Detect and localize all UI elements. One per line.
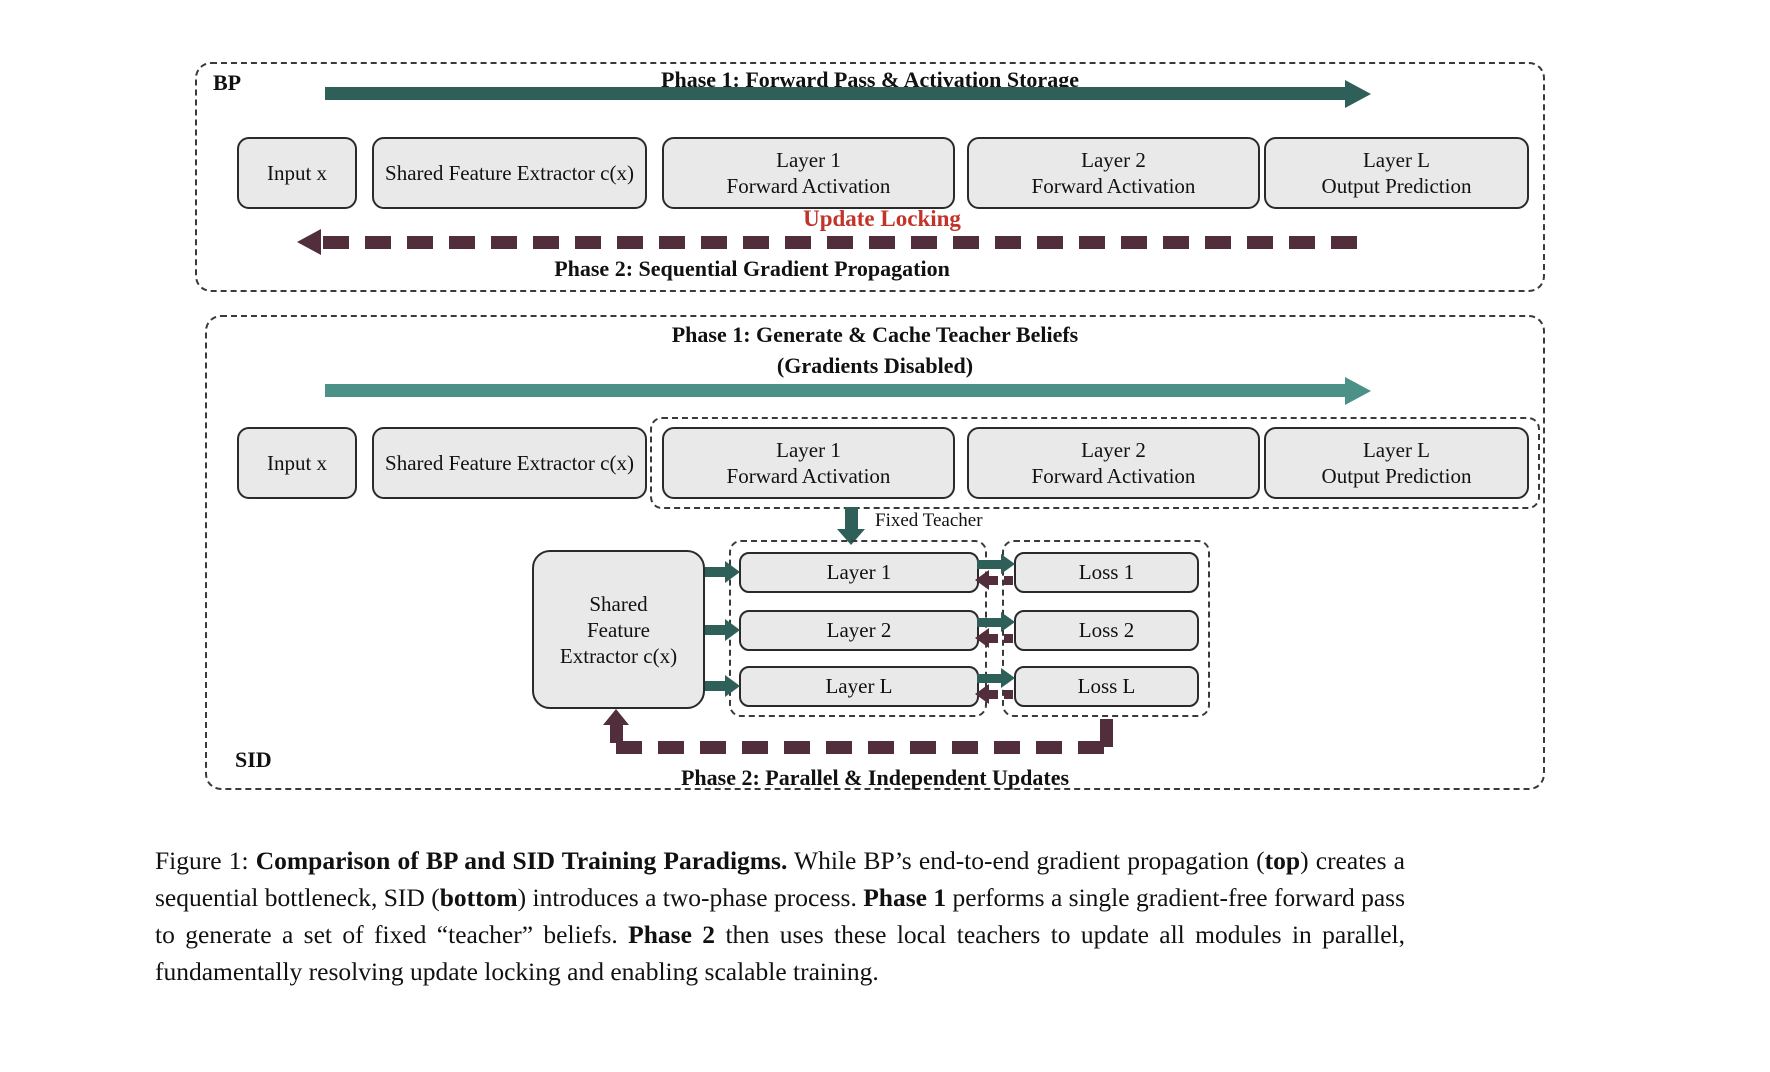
layer1-to-loss1-arrow-head-icon bbox=[1001, 554, 1015, 574]
caption-segment: ) introduces a two-phase process. bbox=[517, 883, 864, 912]
bp-box-layer2: Layer 2 Forward Activation bbox=[967, 137, 1260, 209]
sid-phase1-title: Phase 1: Generate & Cache Teacher Belief… bbox=[671, 322, 1079, 347]
layerL-to-lossL-arrow-head-icon bbox=[1001, 668, 1015, 688]
bp-box-layerL-line1: Layer L bbox=[1362, 148, 1431, 172]
loss2-to-layer2-arrow-head-icon bbox=[975, 628, 989, 648]
fixed-teacher-arrow bbox=[845, 507, 858, 529]
lossL-to-layerL-arrow-head-icon bbox=[975, 684, 989, 704]
sid-box-layer2-forward: Layer 2 Forward Activation bbox=[967, 427, 1260, 499]
sfe-to-layerL-arrow-head-icon bbox=[725, 675, 740, 697]
layer2-to-loss2-arrow-head-icon bbox=[1001, 612, 1015, 632]
caption-segment: Figure 1: bbox=[155, 846, 256, 875]
sid-box-loss2: Loss 2 bbox=[1014, 610, 1199, 651]
sid-box-layer1-forward-line2: Forward Activation bbox=[726, 464, 891, 488]
sfe-to-layerL-arrow bbox=[705, 681, 725, 691]
sid-phase2-title: Phase 2: Parallel & Independent Updates bbox=[680, 765, 1070, 790]
sid-phase1-subtitle: (Gradients Disabled) bbox=[776, 353, 974, 378]
feedback-path-down-stub bbox=[1100, 719, 1113, 747]
bp-box-input-label: Input x bbox=[266, 161, 328, 185]
sid-box-shared-extractor-top: Shared Feature Extractor c(x) bbox=[372, 427, 647, 499]
bp-box-input: Input x bbox=[237, 137, 357, 209]
caption-segment: Phase 1 bbox=[863, 883, 947, 912]
sfe-to-layer2-arrow bbox=[705, 625, 725, 635]
caption-segment: top bbox=[1264, 846, 1301, 875]
bp-box-layerL-line2: Output Prediction bbox=[1321, 174, 1472, 198]
sid-box-layer2-forward-line2: Forward Activation bbox=[1031, 464, 1196, 488]
loss2-to-layer2-arrow bbox=[989, 634, 1015, 643]
caption-segment: performs a single gradient-free forward … bbox=[155, 883, 1405, 949]
sid-shared-extractor-line2: Feature bbox=[587, 617, 650, 642]
feedback-arrow-head-icon bbox=[603, 709, 629, 725]
caption-segment: Phase 2 bbox=[628, 920, 716, 949]
bp-box-layer1-line1: Layer 1 bbox=[776, 148, 841, 172]
feedback-path-horizontal bbox=[616, 741, 1113, 754]
bp-box-layer2-line2: Forward Activation bbox=[1031, 174, 1196, 198]
bp-panel-label: BP bbox=[213, 70, 242, 95]
layerL-to-lossL-arrow bbox=[977, 674, 1001, 683]
bp-backward-arrow bbox=[323, 236, 1367, 249]
caption-segment: Comparison of BP and SID Training Paradi… bbox=[255, 846, 788, 875]
sid-box-layer2-forward-line1: Layer 2 bbox=[1081, 438, 1146, 462]
sid-panel-label: SID bbox=[235, 747, 272, 772]
bp-forward-arrow-head-icon bbox=[1345, 80, 1371, 108]
sid-box-layer1-forward: Layer 1 Forward Activation bbox=[662, 427, 955, 499]
bp-box-layer1: Layer 1 Forward Activation bbox=[662, 137, 955, 209]
bp-box-layer2-line1: Layer 2 bbox=[1081, 148, 1146, 172]
sid-forward-boxes-frame bbox=[650, 417, 1540, 509]
feedback-path-up-stub bbox=[610, 725, 623, 743]
sid-box-layer1: Layer 1 bbox=[739, 552, 979, 593]
loss1-to-layer1-arrow bbox=[989, 576, 1015, 585]
sfe-to-layer1-arrow bbox=[705, 567, 725, 577]
sid-box-input-label: Input x bbox=[266, 451, 328, 475]
sid-shared-extractor-line1: Shared bbox=[589, 591, 648, 616]
sid-box-loss1-label: Loss 1 bbox=[1078, 560, 1135, 584]
sid-panel: Phase 1: Generate & Cache Teacher Belief… bbox=[205, 315, 1545, 790]
sfe-to-layer2-arrow-head-icon bbox=[725, 619, 740, 641]
sid-forward-arrow-head-icon bbox=[1345, 377, 1371, 405]
bp-panel: BP Phase 1: Forward Pass & Activation St… bbox=[195, 62, 1545, 292]
layer1-to-loss1-arrow bbox=[977, 560, 1001, 569]
bp-phase2-title: Phase 2: Sequential Gradient Propagation bbox=[554, 256, 950, 281]
sid-box-input: Input x bbox=[237, 427, 357, 499]
bp-box-layerL: Layer L Output Prediction bbox=[1264, 137, 1529, 209]
bp-box-layer1-line2: Forward Activation bbox=[726, 174, 891, 198]
sid-box-layer2: Layer 2 bbox=[739, 610, 979, 651]
bp-update-locking-label: Update Locking bbox=[803, 206, 961, 231]
lossL-to-layerL-arrow bbox=[989, 690, 1015, 699]
sid-box-shared-extractor-top-label: Shared Feature Extractor c(x) bbox=[385, 451, 634, 475]
bp-box-shared-extractor: Shared Feature Extractor c(x) bbox=[372, 137, 647, 209]
sid-box-layerL: Layer L bbox=[739, 666, 979, 707]
sid-box-loss1: Loss 1 bbox=[1014, 552, 1199, 593]
bp-forward-arrow bbox=[325, 87, 1345, 100]
caption-segment: then uses these local teachers to update… bbox=[155, 920, 1406, 986]
fixed-teacher-label: Fixed Teacher bbox=[875, 510, 983, 531]
layer2-to-loss2-arrow bbox=[977, 618, 1001, 627]
sid-shared-extractor-line3: Extractor c(x) bbox=[559, 643, 678, 668]
caption-segment: While BP’s end-to-end gradient propagati… bbox=[787, 846, 1265, 875]
sid-box-layer1-label: Layer 1 bbox=[826, 560, 892, 584]
sid-box-layerL-forward-line1: Layer L bbox=[1362, 438, 1431, 462]
bp-backward-arrow-head-icon bbox=[297, 229, 321, 255]
caption-segment: bottom bbox=[439, 883, 518, 912]
sid-box-shared-extractor-bottom: Shared Feature Extractor c(x) bbox=[532, 550, 705, 709]
sfe-to-layer1-arrow-head-icon bbox=[725, 561, 740, 583]
sid-box-layerL-forward-line2: Output Prediction bbox=[1321, 464, 1472, 488]
sid-box-lossL: Loss L bbox=[1014, 666, 1199, 707]
sid-box-layerL-label: Layer L bbox=[825, 674, 893, 698]
loss1-to-layer1-arrow-head-icon bbox=[975, 570, 989, 590]
sid-box-layer2-label: Layer 2 bbox=[826, 618, 892, 642]
sid-forward-arrow bbox=[325, 384, 1345, 397]
sid-box-layerL-forward: Layer L Output Prediction bbox=[1264, 427, 1529, 499]
sid-box-layer1-forward-line1: Layer 1 bbox=[776, 438, 841, 462]
caption-segment: ) creates a sequential bottleneck, SID ( bbox=[155, 846, 1406, 912]
figure-caption: Figure 1: Comparison of BP and SID Train… bbox=[155, 842, 1405, 990]
sid-box-loss2-label: Loss 2 bbox=[1078, 618, 1135, 642]
bp-box-shared-extractor-label: Shared Feature Extractor c(x) bbox=[385, 161, 634, 185]
sid-box-lossL-label: Loss L bbox=[1077, 674, 1136, 698]
